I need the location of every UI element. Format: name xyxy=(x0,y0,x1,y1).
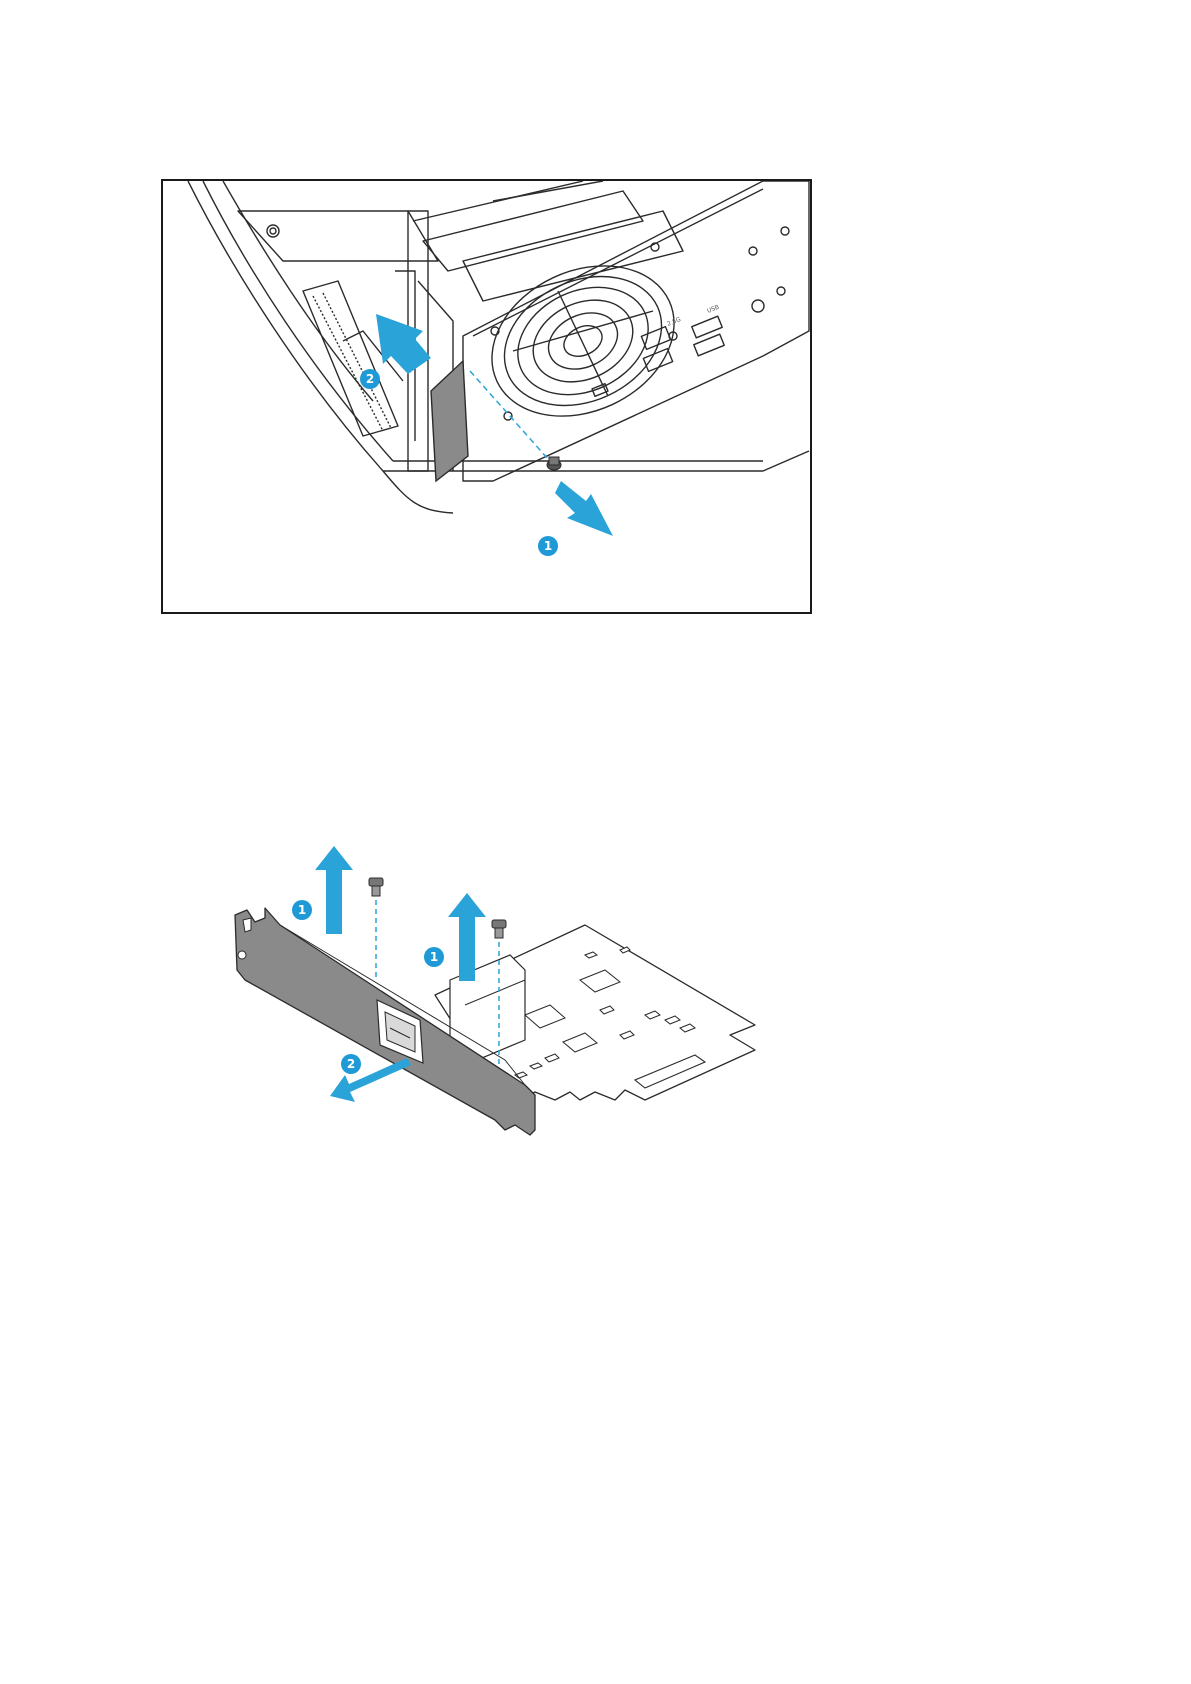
io-ports xyxy=(592,227,789,396)
step-badge: 1 xyxy=(292,900,312,920)
screw-icon xyxy=(369,878,383,896)
arrow-up-icon xyxy=(315,846,353,934)
step-badge: 2 xyxy=(341,1054,361,1074)
svg-text:1: 1 xyxy=(430,950,438,964)
step-badge: 1 xyxy=(424,947,444,967)
network-card-illustration: 1 1 2 xyxy=(225,830,795,1210)
figure-remove-slot-cover: 2.5G USB 1 2 xyxy=(161,179,812,614)
port-label: USB xyxy=(706,304,720,315)
fan-grill xyxy=(467,237,698,444)
svg-text:2: 2 xyxy=(347,1057,355,1071)
screw-path-line xyxy=(470,371,548,459)
figure-remove-card-bracket: 1 1 2 xyxy=(225,830,795,1210)
step-badge: 2 xyxy=(360,369,380,389)
step-badge: 1 xyxy=(538,536,558,556)
screw-icon xyxy=(547,457,561,470)
chassis-illustration: 2.5G USB 1 2 xyxy=(163,181,810,612)
rear-panel xyxy=(463,181,809,481)
arrow-up-left-icon xyxy=(376,314,431,374)
svg-text:1: 1 xyxy=(544,539,552,553)
svg-text:2: 2 xyxy=(366,372,374,386)
arrow-down-right-icon xyxy=(555,481,613,536)
screw-icon xyxy=(492,920,506,938)
svg-text:1: 1 xyxy=(298,903,306,917)
